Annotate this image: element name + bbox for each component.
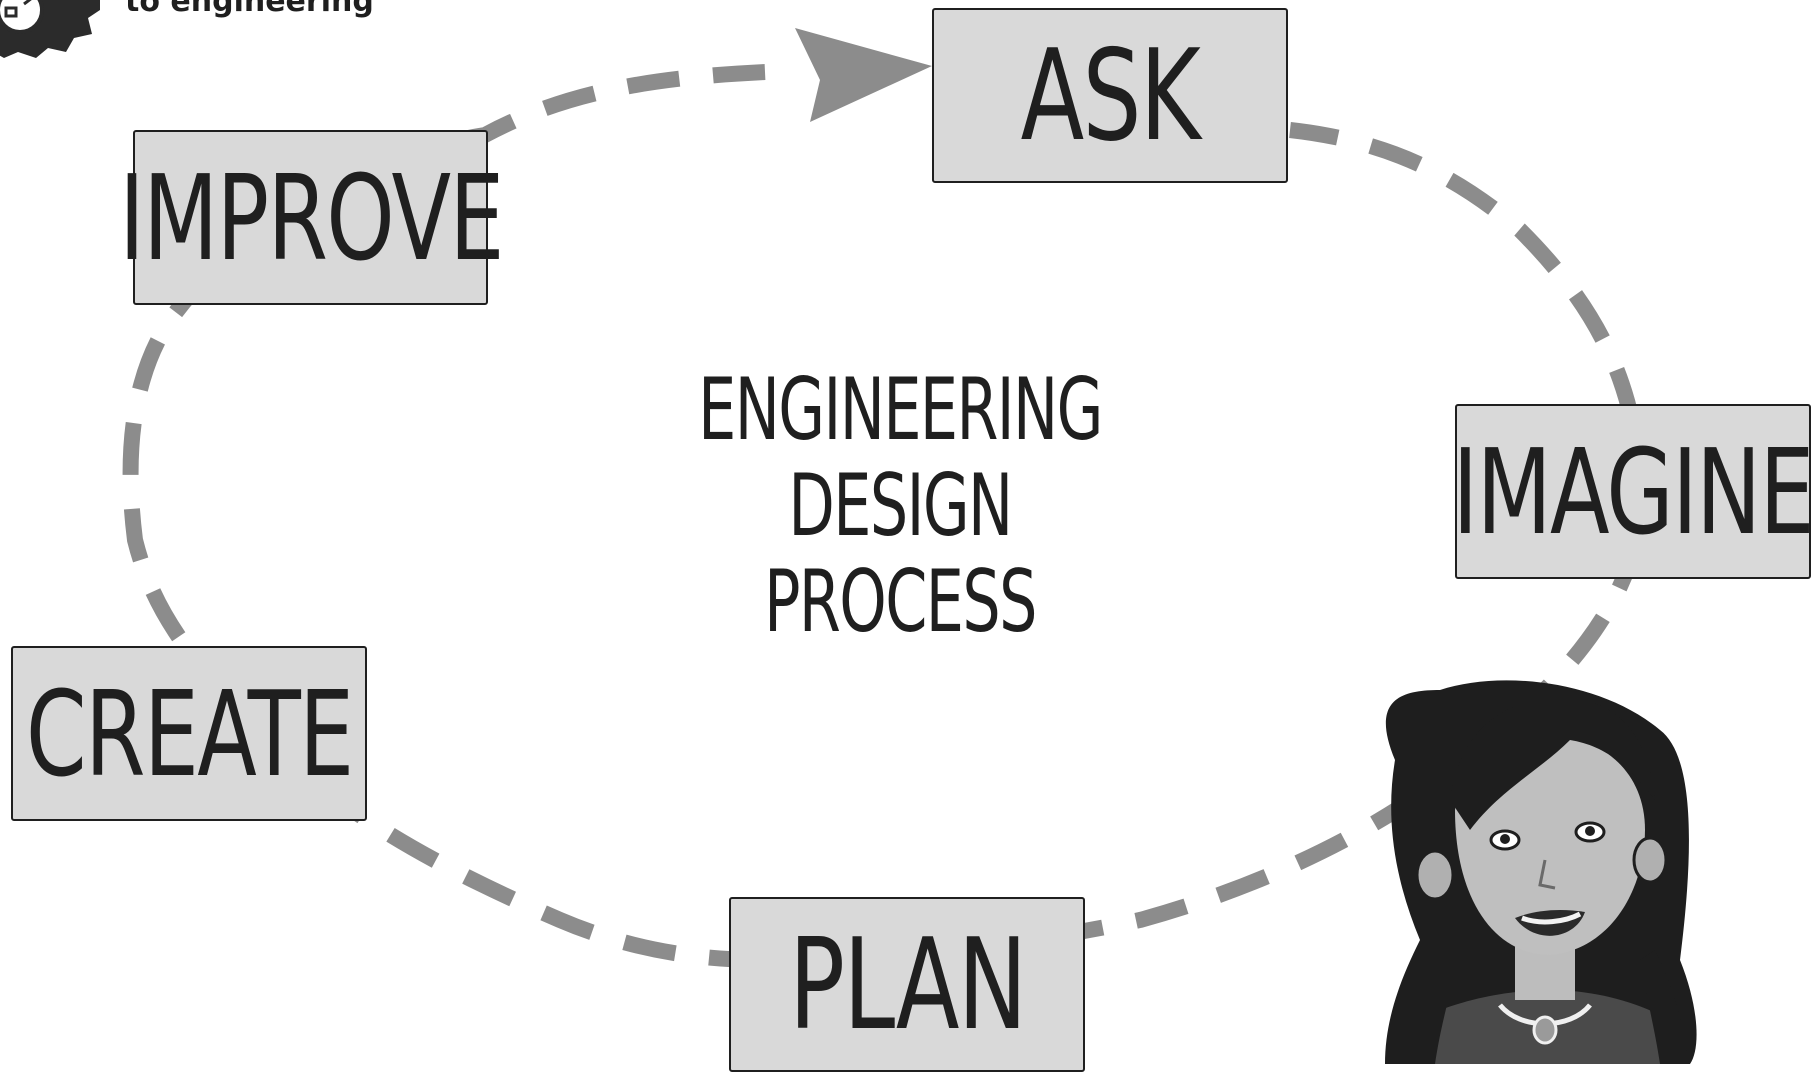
logo-tagline: to engineering [125,0,374,19]
title-line-3: PROCESS [764,552,1037,652]
diagram-title: ENGINEERING DESIGN PROCESS [640,362,1160,650]
title-line-1: ENGINEERING [698,360,1103,460]
stage-box-imagine: IMAGINE [1452,404,1814,579]
stage-box-create: CREATE [11,646,367,821]
cycle-arrow-icon [795,28,932,122]
stage-label-ask: ASK [1020,21,1201,169]
title-line-2: DESIGN [788,456,1013,556]
stage-label-imagine: IMAGINE [1452,422,1814,561]
stage-box-ask: ASK [932,8,1288,183]
stage-label-create: CREATE [25,664,354,803]
stage-label-improve: IMPROVE [118,148,504,287]
stage-label-plan: PLAN [788,910,1027,1058]
gear-logo-icon [0,0,100,58]
stage-box-plan: PLAN [729,897,1085,1072]
girl-character-illustration [1385,680,1697,1064]
stage-box-improve: IMPROVE [119,130,504,305]
